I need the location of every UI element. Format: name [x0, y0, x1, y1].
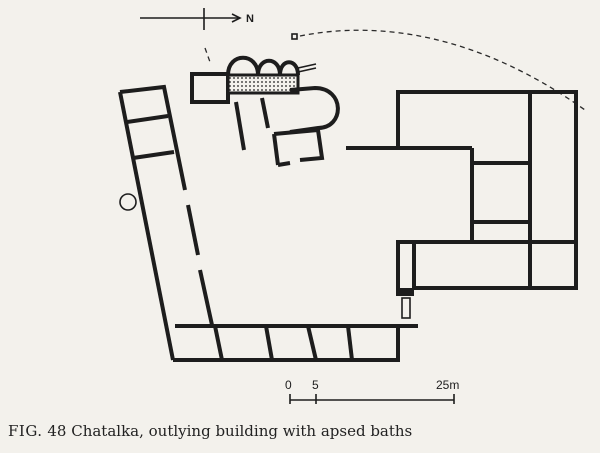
bath-block	[190, 55, 340, 167]
north-label: N	[246, 13, 254, 25]
marker-square	[291, 33, 298, 40]
site-plan: N	[118, 8, 586, 404]
left-wing	[118, 84, 214, 361]
scale-tick-0: 0	[285, 378, 292, 392]
boundary-line	[299, 29, 586, 111]
north-arrow: N	[140, 8, 254, 30]
figure-number: 48	[47, 422, 67, 440]
scale-bar: 0 5 25m	[285, 378, 459, 404]
caption-text: Chatalka, outlying building with apsed b…	[71, 422, 413, 440]
well-circle	[119, 193, 137, 211]
figure-caption: FIG. 48 Chatalka, outlying building with…	[8, 422, 412, 440]
small-dashed-line	[204, 47, 211, 63]
bottom-range	[173, 324, 418, 362]
figure-label: FIG.	[8, 422, 43, 440]
scale-tick-25m: 25m	[436, 378, 459, 392]
right-complex	[346, 90, 578, 319]
scale-tick-5: 5	[312, 378, 319, 392]
